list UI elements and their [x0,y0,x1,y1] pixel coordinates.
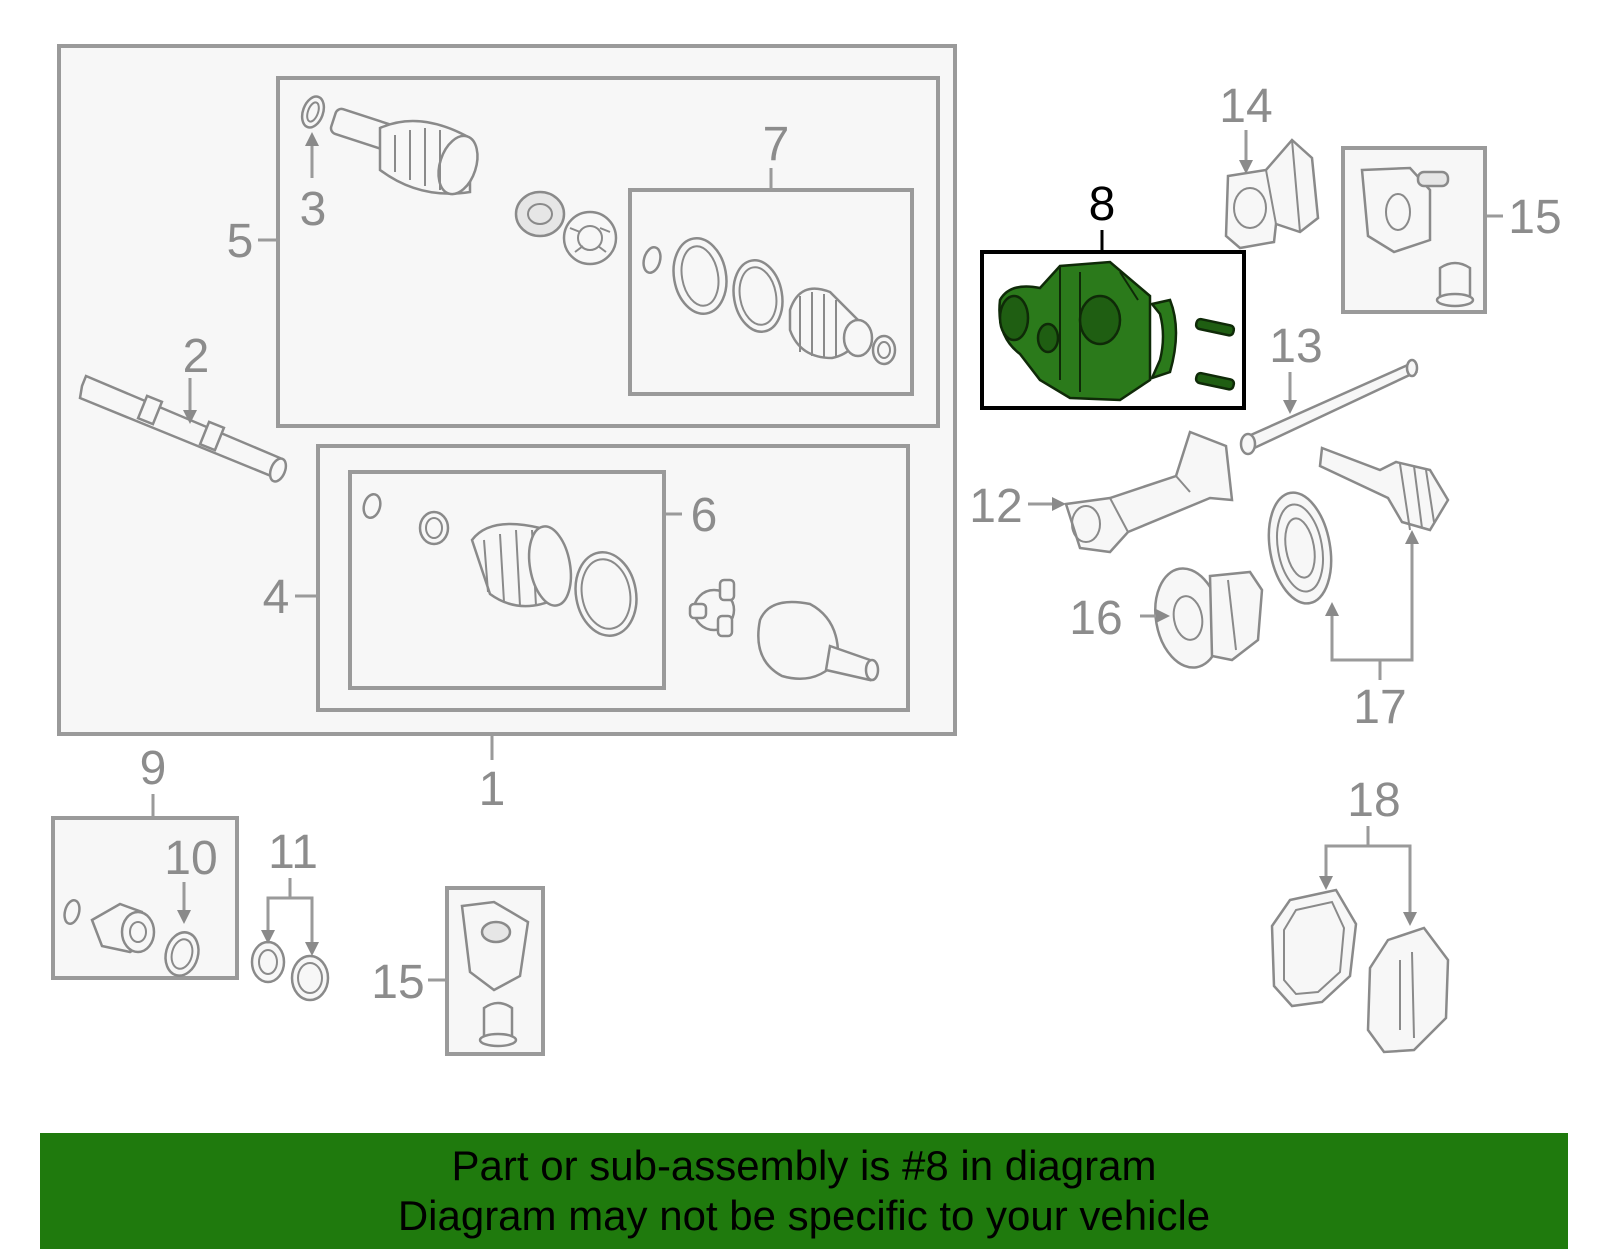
tripod-joint[interactable] [688,578,736,638]
callout-10[interactable]: 10 [164,832,217,885]
callout-14[interactable]: 14 [1219,80,1272,133]
ring-pinion-part-17[interactable] [1261,446,1450,608]
differential-carrier-part-8[interactable] [998,260,1236,402]
differential-case-part-16[interactable] [1148,563,1264,673]
callout-15-right[interactable]: 15 [1508,191,1561,244]
callout-6[interactable]: 6 [691,489,718,542]
callout-2[interactable]: 2 [183,330,210,383]
gasket-cover-part-18[interactable] [1270,888,1450,1054]
cv-cage[interactable] [514,190,566,238]
banner-line-1: Part or sub-assembly is #8 in diagram [451,1142,1157,1189]
callout-8[interactable]: 8 [1089,178,1116,231]
callout-17[interactable]: 17 [1353,681,1406,734]
axle-shaft-part-13[interactable] [1239,358,1419,456]
mount-bushing-part-15-right[interactable] [1360,166,1475,308]
inner-cv-housing[interactable] [757,600,880,682]
callout-11[interactable]: 11 [268,826,318,879]
callout-13[interactable]: 13 [1269,320,1322,373]
boot-kit-6-parts[interactable] [361,492,643,640]
callout-1[interactable]: 1 [479,763,506,816]
callout-16[interactable]: 16 [1069,592,1122,645]
mount-bracket-part-14[interactable] [1224,138,1320,250]
banner-line-2: Diagram may not be specific to your vehi… [397,1192,1211,1239]
snap-ring-part-3[interactable] [298,94,328,131]
callout-5[interactable]: 5 [227,215,254,268]
intermediate-shaft-part-2[interactable] [78,374,289,484]
callout-4[interactable]: 4 [263,571,290,624]
callout-18[interactable]: 18 [1347,774,1400,827]
callout-3[interactable]: 3 [300,183,327,236]
outer-cv-joint[interactable] [329,107,484,199]
seals-part-11[interactable] [250,940,330,1002]
cv-inner-race[interactable] [562,210,618,266]
axle-tube-part-12[interactable] [1064,430,1234,554]
output-shaft-seal-part-9[interactable] [62,899,156,954]
seal-part-10[interactable] [161,929,203,980]
callout-9[interactable]: 9 [140,742,167,795]
callout-15-bottom[interactable]: 15 [371,956,424,1009]
callout-12[interactable]: 12 [969,480,1022,533]
boot-kit-7-parts[interactable] [641,234,897,366]
callout-7[interactable]: 7 [763,118,790,171]
mount-bushing-part-15-bottom[interactable] [460,900,530,1048]
info-banner: Part or sub-assembly is #8 in diagram Di… [40,1133,1568,1249]
